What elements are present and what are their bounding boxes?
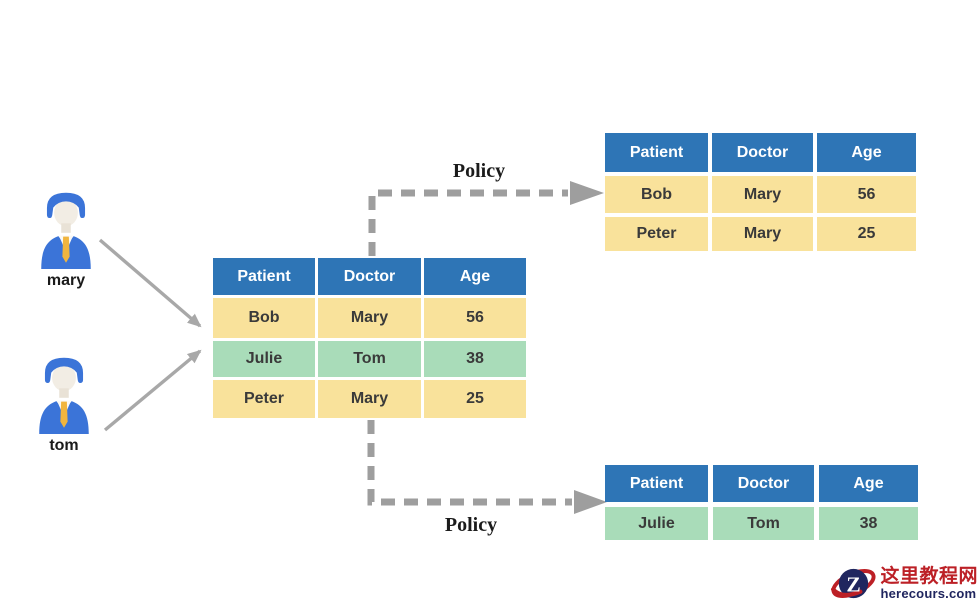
table-cell: Mary [318, 380, 421, 418]
person-icon [41, 192, 91, 269]
table-cell: 38 [424, 341, 526, 377]
watermark-site-url: herecours.com [880, 585, 977, 601]
table-cell: Tom [713, 507, 814, 540]
table-cell: Bob [605, 176, 708, 213]
policy-arrow-top-head [570, 181, 604, 205]
table-cell: 56 [424, 298, 526, 338]
watermark-logo-letter: Z [847, 572, 861, 596]
table-cell: Mary [318, 298, 421, 338]
column-header-age: Age [424, 258, 526, 295]
table-cell: Peter [605, 217, 708, 251]
column-header-doctor: Doctor [712, 133, 813, 172]
user-label: mary [46, 272, 86, 289]
column-header-age: Age [817, 133, 916, 172]
user-tom-arrow [103, 349, 202, 432]
user-mary-arrow [98, 238, 202, 328]
column-header-patient: Patient [605, 465, 708, 502]
person-icon [39, 357, 89, 434]
column-header-age: Age [819, 465, 918, 502]
watermark-logo: Z [831, 568, 877, 599]
table-cell: Tom [318, 341, 421, 377]
column-header-doctor: Doctor [318, 258, 421, 295]
table-cell: Mary [712, 217, 813, 251]
user-mary: mary [24, 189, 108, 290]
policy-arrow-bottom-line [367, 420, 572, 506]
table-cell: Julie [213, 341, 315, 377]
column-header-patient: Patient [605, 133, 708, 172]
policy-label-bottom: Policy [444, 514, 498, 536]
table-cell: 38 [819, 507, 918, 540]
watermark: Z 这里教程网 herecours.com [830, 561, 978, 606]
column-header-patient: Patient [213, 258, 315, 295]
user-label: tom [49, 437, 79, 454]
column-header-doctor: Doctor [713, 465, 814, 502]
policy-arrow-top-line [368, 189, 568, 256]
table-cell: Julie [605, 507, 708, 540]
table-cell: 25 [424, 380, 526, 418]
watermark-site-name: 这里教程网 [880, 565, 978, 587]
table-cell: 56 [817, 176, 916, 213]
user-tom: tom [22, 354, 106, 455]
table-cell: Peter [213, 380, 315, 418]
policy-arrow-bottom-head [574, 490, 607, 514]
table-cell: Bob [213, 298, 315, 338]
table-cell: Mary [712, 176, 813, 213]
table-cell: 25 [817, 217, 916, 251]
policy-label-top: Policy [452, 160, 506, 182]
